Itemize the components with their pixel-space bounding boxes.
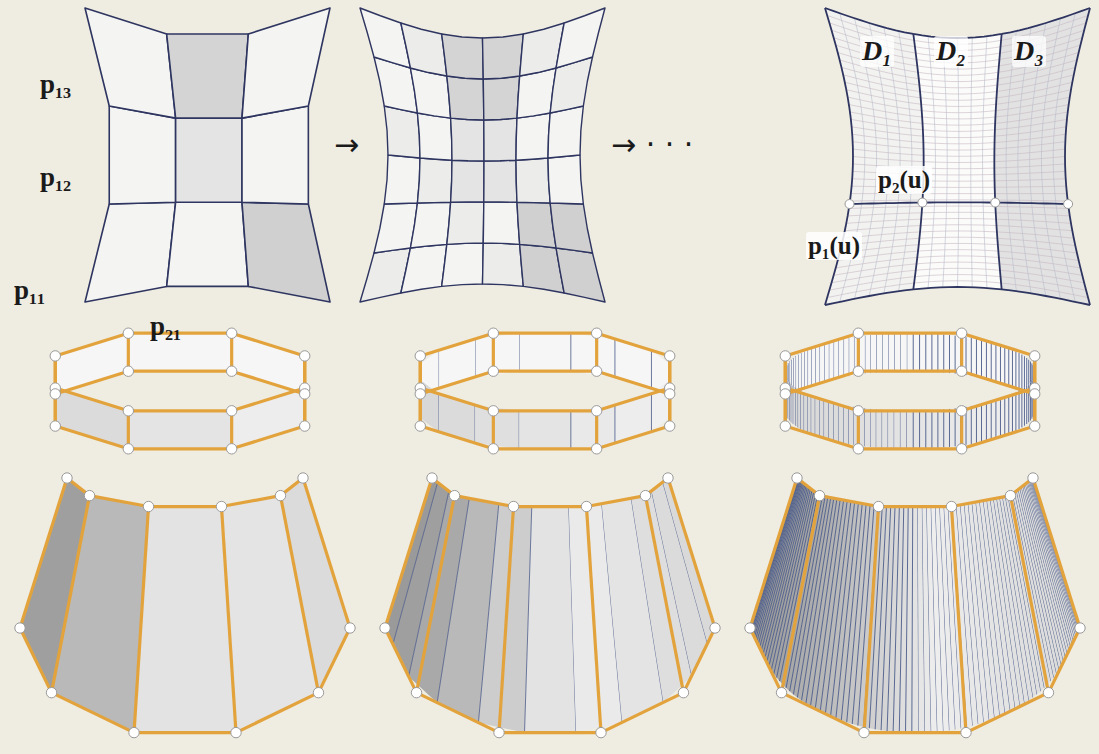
ruled-surface-3d <box>745 328 1085 738</box>
limit-strip-surface <box>825 8 1090 305</box>
refinement-arrow: → · · · <box>611 128 693 161</box>
point-label: p₁₃ <box>40 70 71 100</box>
ruled-surface-3d <box>380 328 720 738</box>
curve-label: p₁(u) <box>806 232 862 260</box>
strip-label: D₃ <box>1012 36 1046 67</box>
point-label: p₂₁ <box>150 312 181 342</box>
point-label: p₁₂ <box>40 163 71 193</box>
point-label: p₁₁ <box>14 276 45 306</box>
curve-label: p₂(u) <box>876 166 932 194</box>
refinement-arrow: → <box>334 128 359 161</box>
strip-label: D₂ <box>934 36 968 67</box>
coarse-quad-mesh <box>85 8 330 302</box>
ruled-surface-3d <box>15 328 355 738</box>
refined-quad-mesh <box>360 8 605 302</box>
strip-label: D₁ <box>860 36 894 67</box>
